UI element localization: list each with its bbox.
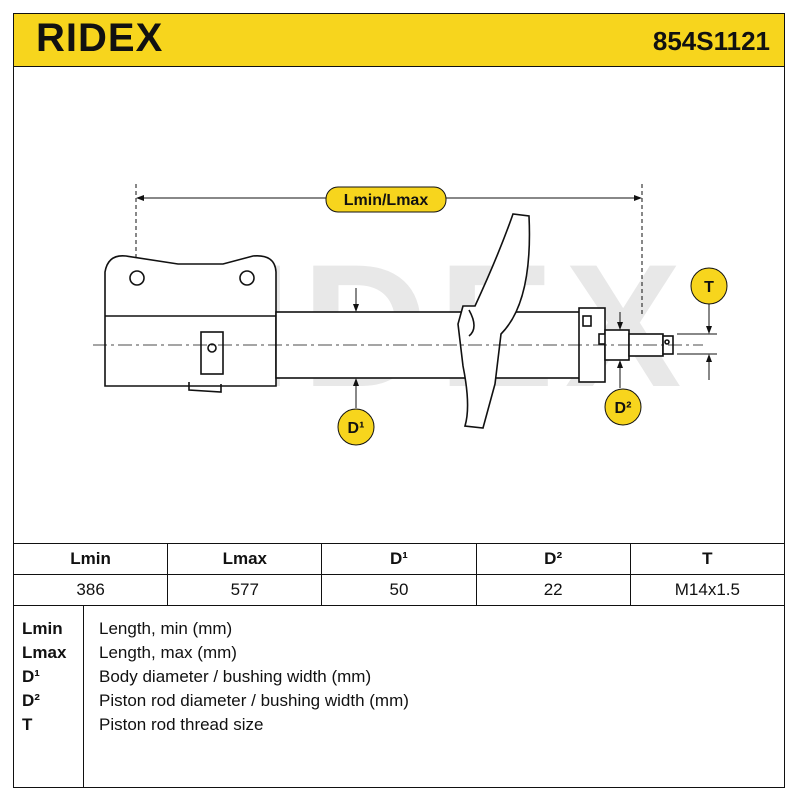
value-lmax: 577: [167, 574, 323, 606]
header-t: T: [629, 543, 786, 575]
body-diameter-badge: [337, 408, 375, 446]
specs-header-row: Lmin Lmax D¹ D² T: [12, 543, 786, 575]
header-d1: D¹: [321, 543, 477, 575]
thread-dimension: [677, 304, 717, 380]
legend-key: D¹: [22, 667, 40, 686]
part-number: 854S1121: [652, 26, 770, 56]
legend-desc: Piston rod thread size: [99, 715, 264, 734]
rod-diameter-label: D²: [615, 400, 632, 417]
brand-logo: RIDEX: [36, 16, 164, 60]
rod-diameter-badge: [604, 388, 642, 426]
thread-label: T: [704, 279, 714, 296]
header-lmin: Lmin: [12, 543, 169, 575]
specs-value-row: 386 577 50 22 M14x1.5: [12, 574, 786, 606]
legend-item: T Piston rod thread size: [13, 715, 785, 739]
rod-diameter-dimension: [617, 312, 623, 388]
legend-key: Lmax: [22, 643, 67, 662]
header-lmax: Lmax: [167, 543, 323, 575]
legend-item: Lmax Length, max (mm): [13, 643, 785, 667]
header-d2: D²: [475, 543, 631, 575]
legend: Lmin Length, min (mm) Lmax Length, max (…: [13, 606, 785, 788]
specs-table: Lmin Lmax D¹ D² T 386 577 50 22 M14x1.5: [12, 543, 786, 606]
length-label: Lmin/Lmax: [344, 192, 429, 209]
value-d1: 50: [321, 574, 477, 606]
body-diameter-label: D¹: [348, 420, 365, 437]
legend-desc: Body diameter / bushing width (mm): [99, 667, 372, 686]
value-lmin: 386: [12, 574, 169, 606]
length-label-box: [325, 186, 447, 213]
legend-key: Lmin: [22, 619, 63, 638]
body-diameter-dimension: [353, 288, 359, 408]
legend-desc: Piston rod diameter / bushing width (mm): [99, 691, 409, 710]
value-d2: 22: [475, 574, 631, 606]
legend-desc: Length, min (mm): [99, 619, 233, 638]
thread-badge: [690, 267, 728, 305]
legend-key: D²: [22, 691, 40, 710]
legend-desc: Length, max (mm): [99, 643, 237, 662]
legend-item: D¹ Body diameter / bushing width (mm): [13, 667, 785, 691]
header-bar: RIDEX 854S1121: [13, 13, 785, 67]
legend-divider: [83, 606, 84, 788]
legend-item: Lmin Length, min (mm): [13, 619, 785, 643]
legend-key: T: [22, 715, 33, 734]
shock-body: [104, 213, 674, 429]
value-t: M14x1.5: [629, 574, 786, 606]
shock-absorber-drawing: RIDEX Lmin/Lmax: [93, 184, 728, 446]
legend-item: D² Piston rod diameter / bushing width (…: [13, 691, 785, 715]
